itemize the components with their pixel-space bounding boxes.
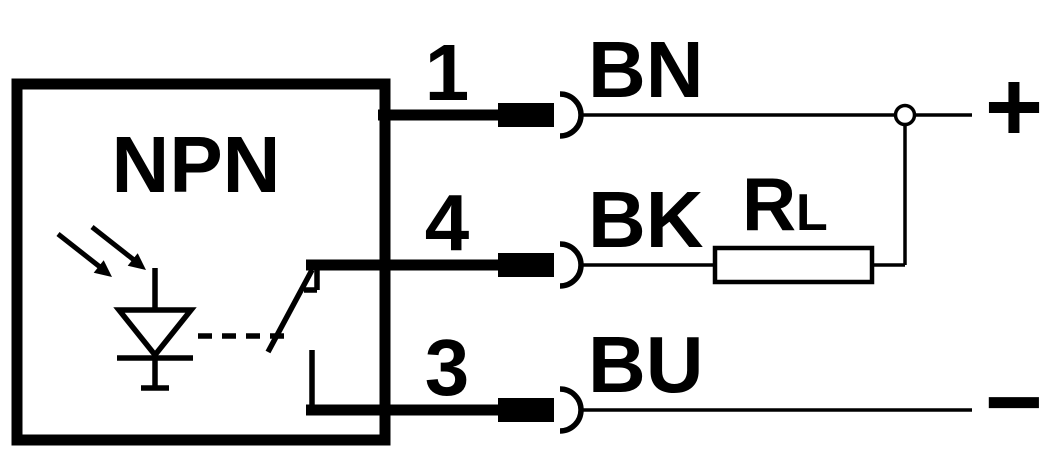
pin1-wire-color: BN — [588, 25, 704, 114]
positive-terminal-label: + — [985, 51, 1043, 163]
pin4-connector-pin-icon — [498, 253, 554, 277]
pin3-wire-color: BU — [588, 320, 704, 409]
load-resistor — [712, 245, 875, 285]
negative-terminal-label: − — [985, 346, 1043, 458]
pin3-connector-pin-icon — [498, 398, 554, 422]
pin4-branch: 4 BK R L — [306, 124, 907, 289]
pin3-connector-socket-icon — [559, 386, 584, 434]
pin3-branch: 3 BU — [306, 320, 972, 434]
junction-node — [893, 103, 917, 127]
sensor-type-label: NPN — [112, 120, 281, 209]
switch-blade — [265, 268, 315, 354]
light-arrows-icon — [56, 225, 146, 277]
pin4-connector-socket-icon — [559, 241, 584, 289]
pin3-number: 3 — [425, 323, 470, 412]
photodiode-triangle — [113, 307, 197, 360]
pin4-wire-color: BK — [588, 175, 704, 264]
photodiode-icon — [56, 225, 197, 391]
pin4-number: 4 — [425, 178, 470, 267]
pin1-branch: 1 BN — [378, 25, 972, 139]
switch-icon — [265, 265, 320, 412]
load-resistor-subscript: L — [796, 184, 828, 242]
pin1-connector-socket-icon — [559, 91, 584, 139]
pin1-number: 1 — [425, 28, 470, 117]
load-resistor-label: R — [742, 162, 796, 246]
pin1-connector-pin-icon — [498, 103, 554, 127]
